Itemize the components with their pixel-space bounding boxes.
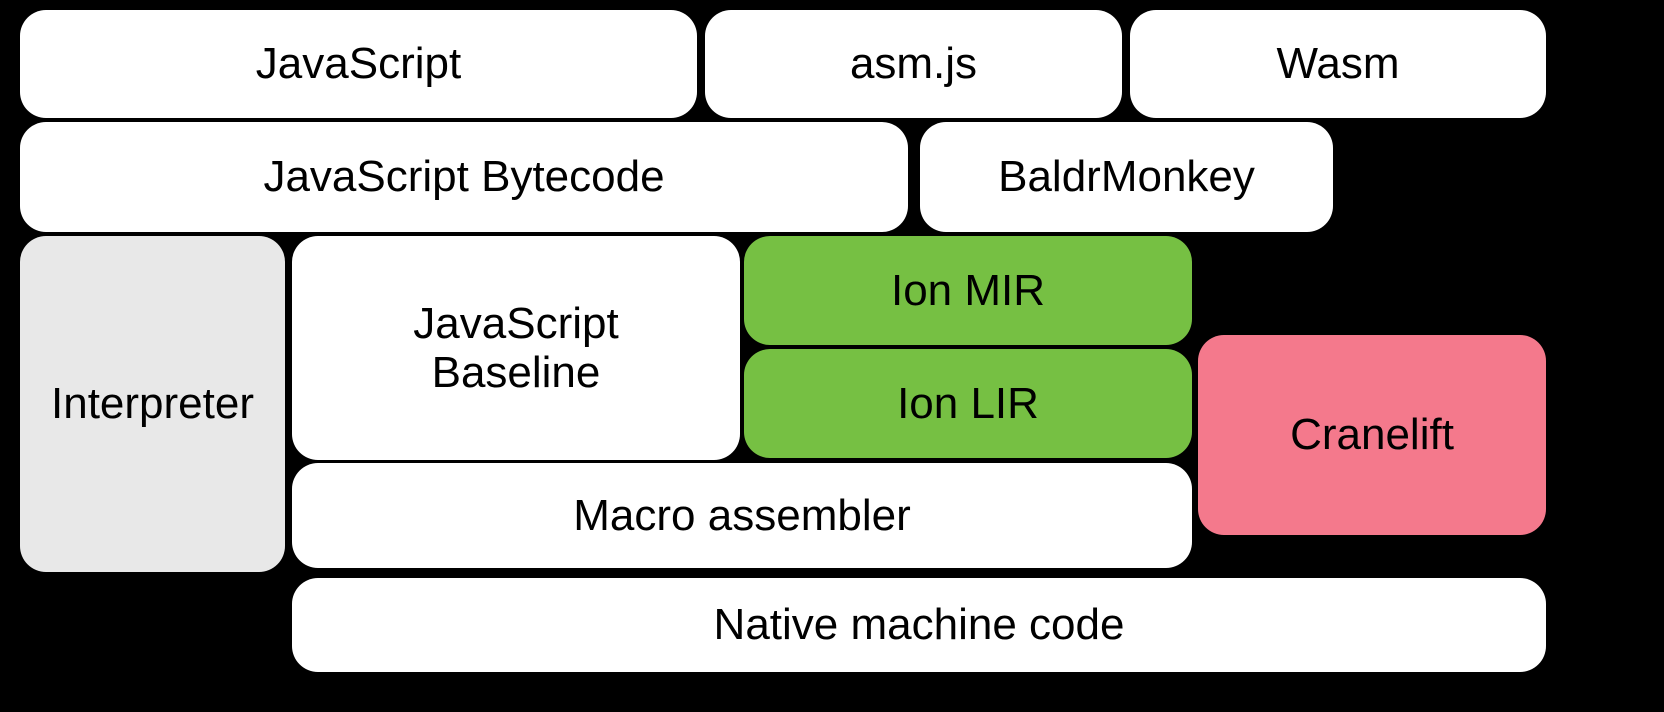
node-ion-lir: Ion LIR xyxy=(744,349,1192,458)
node-native-machine-code: Native machine code xyxy=(292,578,1546,672)
node-cranelift: Cranelift xyxy=(1198,335,1546,535)
node-ion-mir: Ion MIR xyxy=(744,236,1192,345)
node-javascript: JavaScript xyxy=(20,10,697,118)
node-baldrmonkey: BaldrMonkey xyxy=(920,122,1333,232)
node-javascript-baseline: JavaScript Baseline xyxy=(292,236,740,460)
node-wasm: Wasm xyxy=(1130,10,1546,118)
node-javascript-bytecode: JavaScript Bytecode xyxy=(20,122,908,232)
node-interpreter: Interpreter xyxy=(20,236,285,572)
node-asm-js: asm.js xyxy=(705,10,1122,118)
node-macro-assembler: Macro assembler xyxy=(292,463,1192,568)
